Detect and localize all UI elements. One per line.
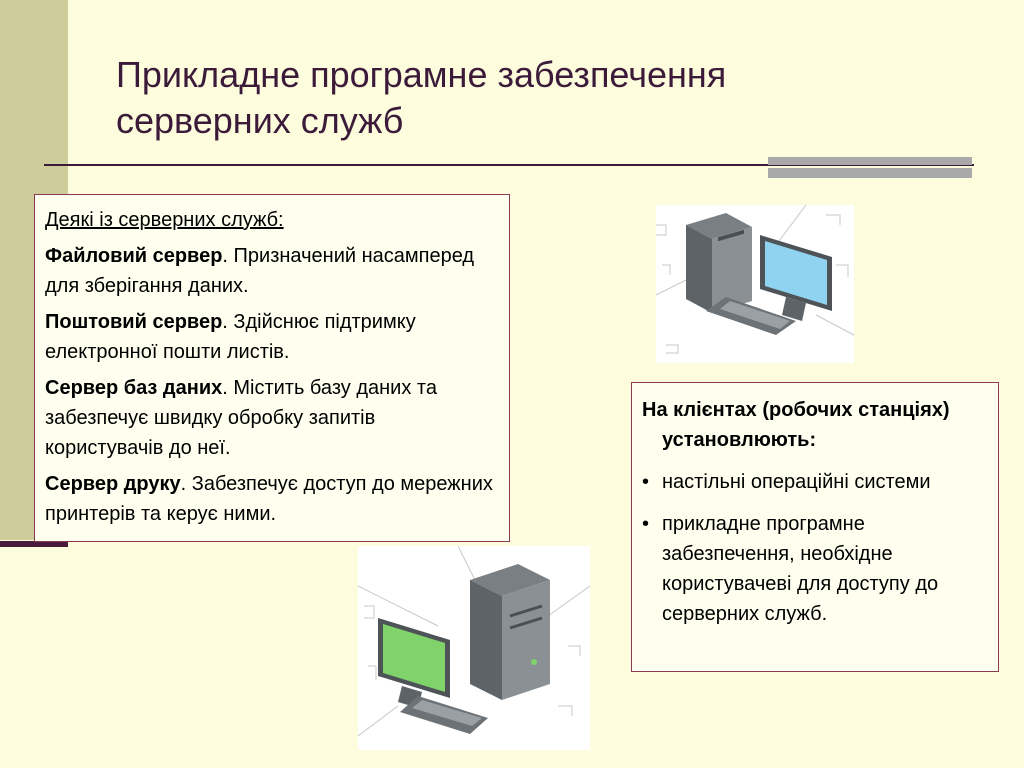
left-band-underline [0,541,68,547]
service-term: Сервер друку [45,473,181,495]
computer-workstation-green-screen-icon [357,545,591,737]
workstation-image-top [655,204,855,363]
service-term: Сервер баз даних [45,377,223,399]
service-desc: . Містить базу даних та забезпечує швидк… [45,377,437,459]
title-line-2: серверних служб [116,100,404,141]
screen-green [383,624,445,692]
title-divider-accent-bottom [768,168,972,178]
list-item-text: прикладне програмне забезпечення, необхі… [662,513,939,625]
title-divider [44,164,974,166]
service-desc: . Забезпечує доступ до мережних принтері… [45,473,493,525]
list-item: • настільні операційні системи [642,467,988,497]
service-item-mail-server: Поштовий сервер. Здійснює підтримку елек… [45,307,499,367]
list-item-text: настільні операційні системи [662,471,931,493]
server-services-heading: Деякі із серверних служб: [45,209,284,231]
title-divider-accent-top [768,157,972,165]
workstation-image-bottom [357,545,591,750]
service-item-print-server: Сервер друку. Забезпечує доступ до мереж… [45,469,499,529]
bullet-icon: • [642,513,650,535]
list-item: • прикладне програмне забезпечення, необх… [642,509,988,629]
screen-blue [765,241,827,305]
clients-heading: На клієнтах (робочих станціях) установлю… [642,399,950,451]
service-item-database-server: Сервер баз даних. Містить базу даних та … [45,373,499,463]
computer-workstation-blue-screen-icon [655,204,855,354]
clients-box: На клієнтах (робочих станціях) установлю… [631,382,999,672]
bullet-icon: • [642,471,650,493]
slide-title: Прикладне програмне забезпечення серверн… [116,52,916,144]
service-term: Файловий сервер [45,245,223,267]
service-desc: . Здійснює підтримку електронної пошти л… [45,311,416,363]
server-services-box: Деякі із серверних служб: Файловий серве… [34,194,510,542]
service-desc: . Призначений насамперед для зберігання … [45,245,475,297]
service-term: Поштовий сервер [45,311,223,333]
title-line-1: Прикладне програмне забезпечення [116,54,727,95]
clients-list: • настільні операційні системи • прикладне… [642,467,988,629]
service-item-file-server: Файловий сервер. Призначений насамперед … [45,241,499,301]
